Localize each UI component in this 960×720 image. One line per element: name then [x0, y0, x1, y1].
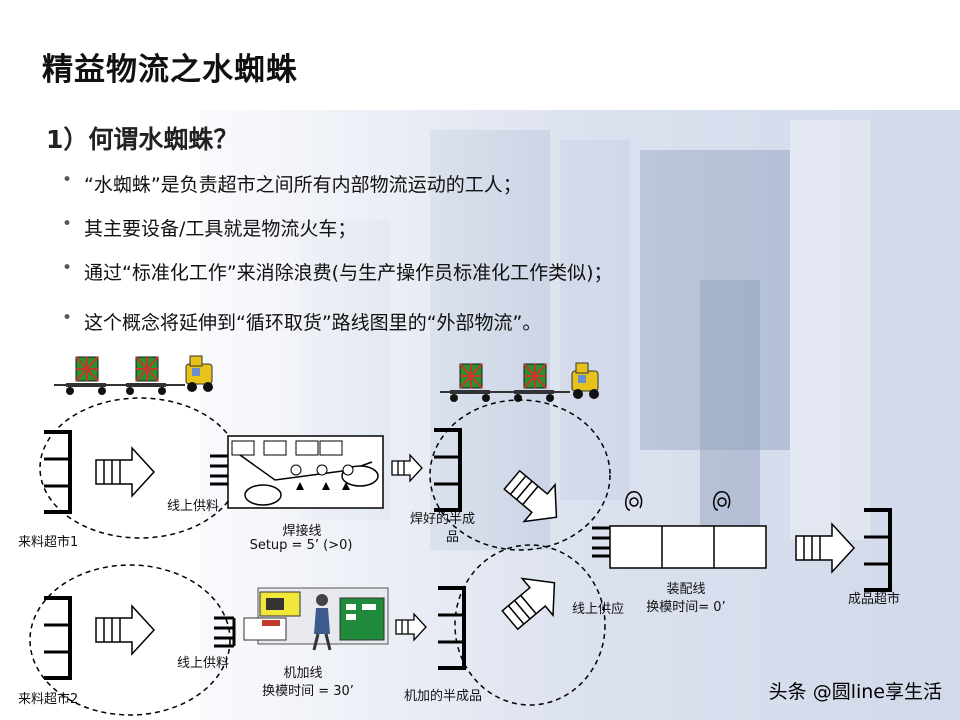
cargo-wagon-icon [65, 356, 107, 396]
slide-subtitle: 1）何谓水蜘蛛？ [46, 125, 239, 154]
operator-icon [624, 490, 643, 511]
footer-watermark: 头条 @圆line享生活 [768, 681, 942, 703]
machining-line-label: 机加线 [283, 666, 323, 681]
lineside-feeder-icon [208, 454, 232, 486]
bullet-item: 这个概念将延伸到“循环取货”路线图里的“外部物流”。 [62, 308, 613, 352]
machining-changeover-label: 换模时间 = 30’ [262, 684, 354, 699]
supermarket-label: 来料超市1 [18, 535, 79, 550]
flow-arrow-icon [795, 523, 855, 573]
water-spider-loop-2 [29, 564, 231, 716]
welded-semi-label: 品 [446, 530, 460, 545]
material-train-right [440, 362, 600, 403]
water-spider-loop-3 [429, 399, 611, 551]
bullet-item: “水蜘蛛”是负责超市之间所有内部物流运动的工人； [62, 170, 613, 214]
slide-title: 精益物流之水蜘蛛 [42, 52, 298, 88]
supermarket-rack-icon [42, 596, 72, 680]
flow-arrow-icon [391, 454, 423, 482]
supermarket-rack-icon [432, 428, 462, 512]
flow-arrow-icon [95, 605, 155, 655]
assembly-line-label: 装配线 [666, 582, 706, 597]
tugger-truck-icon [185, 355, 214, 393]
lineside-feeder-icon [590, 526, 614, 558]
welding-setup-label: Setup = 5’ (>0) [249, 538, 353, 553]
supermarket-rack-icon [862, 508, 892, 592]
tugger-truck-icon [571, 362, 600, 400]
bullet-item: 其主要设备/工具就是物流火车； [62, 214, 613, 258]
lineside-feed-label: 线上供料 [167, 499, 220, 514]
material-train-left [54, 355, 214, 396]
assembly-changeover-label: 换模时间= 0’ [646, 600, 726, 615]
machined-semi-label: 机加的半成品 [404, 689, 483, 704]
cargo-wagon-icon [449, 363, 491, 403]
welded-semi-label: 焊好的半成 [410, 512, 476, 527]
bullet-item: 通过“标准化工作”来消除浪费(与生产操作员标准化工作类似)； [62, 258, 613, 302]
cargo-wagon-icon [125, 356, 167, 396]
flow-arrow-icon [395, 613, 427, 641]
bullet-list: “水蜘蛛”是负责超市之间所有内部物流运动的工人； 其主要设备/工具就是物流火车；… [62, 170, 613, 352]
welding-line-label: 焊接线 [282, 524, 322, 539]
assembly-line-box [609, 490, 767, 569]
operator-icon [712, 490, 731, 511]
supermarket-rack-icon [42, 430, 72, 514]
flow-arrow-icon [495, 460, 573, 537]
water-spider-loop-4 [454, 544, 606, 706]
lineside-feed-label: 线上供料 [177, 656, 230, 671]
flow-arrow-icon [95, 447, 155, 497]
machining-line-illustration [243, 587, 389, 651]
welding-line-box [227, 435, 384, 509]
finished-supermarket-label: 成品超市 [848, 592, 901, 607]
flow-arrow-icon [493, 563, 571, 640]
lineside-supply-label: 线上供应 [572, 602, 625, 617]
supermarket-label: 来料超市2 [18, 692, 79, 707]
lineside-feeder-icon [212, 616, 236, 648]
cargo-wagon-icon [513, 363, 555, 403]
